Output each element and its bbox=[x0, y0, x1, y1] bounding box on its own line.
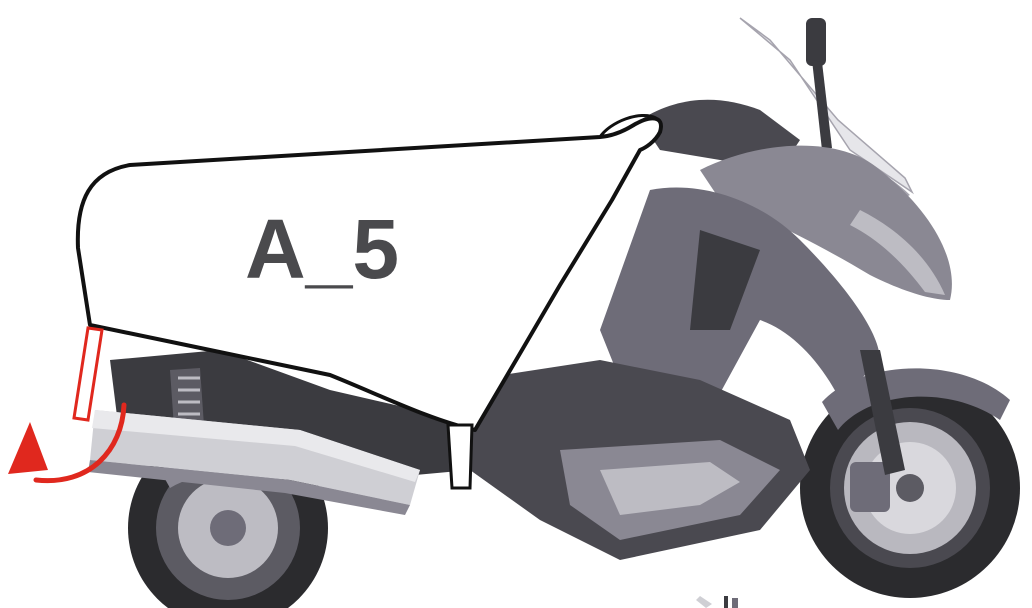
mirror bbox=[806, 18, 832, 150]
front-wheel bbox=[800, 368, 1020, 598]
rear-strap bbox=[74, 328, 102, 420]
cover-label: A_5 bbox=[245, 202, 399, 296]
bottom-detail bbox=[696, 596, 738, 608]
